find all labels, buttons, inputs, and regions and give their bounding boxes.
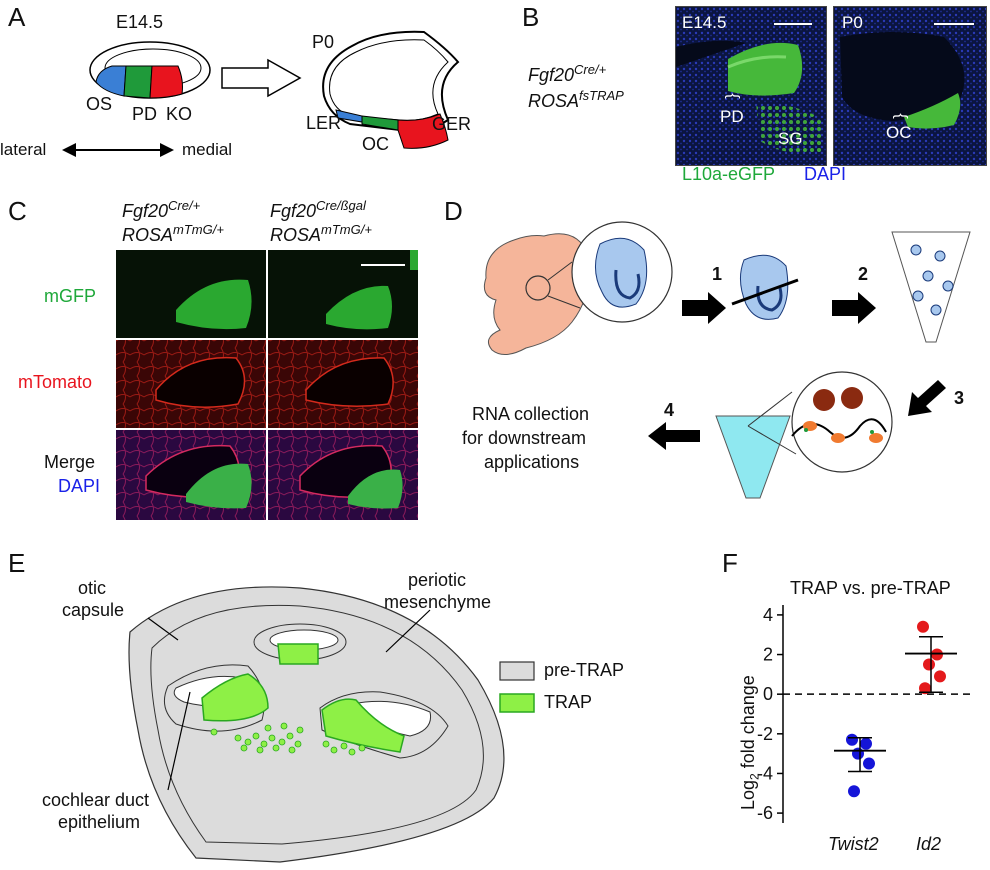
region-label-os: OS bbox=[86, 94, 113, 114]
region-ger bbox=[397, 113, 449, 149]
legend-dapi: DAPI bbox=[804, 164, 847, 184]
genotype-fgf20-cre: Fgf20Cre/+ bbox=[528, 62, 607, 85]
trap-region-top bbox=[277, 643, 319, 665]
panel-label-f: F bbox=[722, 548, 738, 578]
genotype-col2-line2: ROSAmTmG/+ bbox=[270, 222, 372, 245]
legend-swatch-trap bbox=[499, 693, 535, 713]
micrograph-e14-5: E14.5 PD SG { bbox=[675, 6, 827, 166]
label-otic-1: otic bbox=[78, 578, 107, 598]
micrograph-p0: P0 OC { bbox=[833, 6, 987, 166]
row-label-merge: Merge bbox=[44, 452, 96, 472]
label-periotic-1: periotic bbox=[408, 570, 467, 590]
tube-with-sections bbox=[891, 231, 971, 343]
y-tick-label: 0 bbox=[763, 684, 773, 704]
y-tick-label: 2 bbox=[763, 645, 773, 665]
genotype-col1-line1: Fgf20Cre/+ bbox=[122, 198, 201, 221]
row-label-dapi: DAPI bbox=[58, 476, 101, 496]
label-oc: OC bbox=[886, 123, 912, 142]
stage-label-p0: P0 bbox=[842, 13, 863, 32]
trap-workflow-diagram bbox=[483, 221, 971, 499]
trap-region-left bbox=[201, 673, 269, 722]
scale-bar bbox=[934, 23, 974, 25]
rna-collection-line-2: for downstream bbox=[462, 428, 587, 448]
data-point-id2 bbox=[934, 670, 946, 683]
trap-region-right bbox=[321, 698, 405, 753]
rna-collection-line-3: applications bbox=[484, 452, 580, 472]
y-tick-label: 4 bbox=[763, 605, 773, 625]
cut-line bbox=[731, 278, 799, 306]
cochlea-diagram-e14-5 bbox=[62, 30, 460, 157]
legend-label-pre-trap: pre-TRAP bbox=[544, 660, 625, 680]
x-tick-label-twist2: Twist2 bbox=[828, 834, 879, 854]
micrograph-grid bbox=[116, 250, 418, 520]
genotype-rosa-fstrap: ROSAfsTRAP bbox=[528, 88, 624, 111]
rna-tube bbox=[715, 415, 791, 499]
step-3-label: 3 bbox=[954, 388, 965, 408]
data-point-twist2 bbox=[848, 785, 860, 798]
otic-capsule-diagram bbox=[128, 586, 535, 863]
y-tick-label: -2 bbox=[757, 724, 773, 744]
region-label-ko: KO bbox=[166, 104, 193, 124]
label-periotic-2: mesenchyme bbox=[384, 592, 492, 612]
data-point-twist2 bbox=[860, 737, 872, 750]
step-2-label: 2 bbox=[858, 264, 869, 284]
chart-title: TRAP vs. pre-TRAP bbox=[790, 578, 951, 598]
region-label-ler: LER bbox=[306, 113, 342, 133]
label-cochlear-2: epithelium bbox=[58, 812, 141, 832]
panel-label-c: C bbox=[8, 196, 27, 226]
legend-l10a-egfp: L10a-eGFP bbox=[682, 164, 776, 184]
genotype-col1-line2: ROSAmTmG/+ bbox=[122, 222, 224, 245]
x-tick-label-id2: Id2 bbox=[916, 834, 942, 854]
genotype-col2-line1: Fgf20Cre/ßgal bbox=[270, 198, 366, 221]
rna-collection-line-1: RNA collection bbox=[472, 404, 590, 424]
data-point-id2 bbox=[919, 682, 931, 695]
step-1-label: 1 bbox=[712, 264, 723, 284]
data-point-twist2 bbox=[863, 757, 875, 770]
label-cochlear-1: cochlear duct bbox=[42, 790, 150, 810]
step-4-label: 4 bbox=[664, 400, 675, 420]
scale-bar bbox=[361, 264, 405, 266]
development-arrow bbox=[221, 58, 302, 98]
spiral-ganglion-dots bbox=[210, 722, 366, 756]
region-ko bbox=[149, 65, 183, 99]
axis-label-lateral: lateral bbox=[0, 140, 47, 159]
data-point-twist2 bbox=[852, 747, 864, 760]
scale-bar bbox=[774, 23, 812, 25]
stage-e14-5-label: E14.5 bbox=[116, 12, 164, 32]
p0-inner-outline bbox=[329, 39, 449, 121]
label-otic-2: capsule bbox=[62, 600, 125, 620]
data-point-id2 bbox=[931, 648, 943, 661]
panel-label-e: E bbox=[8, 548, 26, 578]
data-point-id2 bbox=[917, 620, 929, 633]
region-label-oc: OC bbox=[362, 134, 389, 154]
region-label-ger: GER bbox=[432, 114, 472, 134]
axis-label-medial: medial bbox=[182, 140, 233, 159]
legend-swatch-pre-trap bbox=[499, 661, 535, 681]
panel-label-b: B bbox=[522, 2, 540, 32]
panel-label-d: D bbox=[444, 196, 463, 226]
panel-label-a: A bbox=[8, 2, 26, 32]
y-tick-label: -4 bbox=[757, 763, 773, 783]
y-tick-label: -6 bbox=[757, 803, 773, 823]
row-label-mgfp: mGFP bbox=[44, 286, 96, 306]
data-point-id2 bbox=[923, 658, 935, 671]
stage-label-e14-5: E14.5 bbox=[682, 13, 727, 32]
region-label-pd: PD bbox=[132, 104, 158, 124]
label-pd: PD bbox=[720, 107, 744, 126]
legend-label-trap: TRAP bbox=[544, 692, 593, 712]
data-point-twist2 bbox=[846, 733, 858, 746]
row-label-mtomato: mTomato bbox=[18, 372, 93, 392]
stage-p0-label: P0 bbox=[312, 32, 335, 52]
label-sg: SG bbox=[778, 129, 803, 148]
